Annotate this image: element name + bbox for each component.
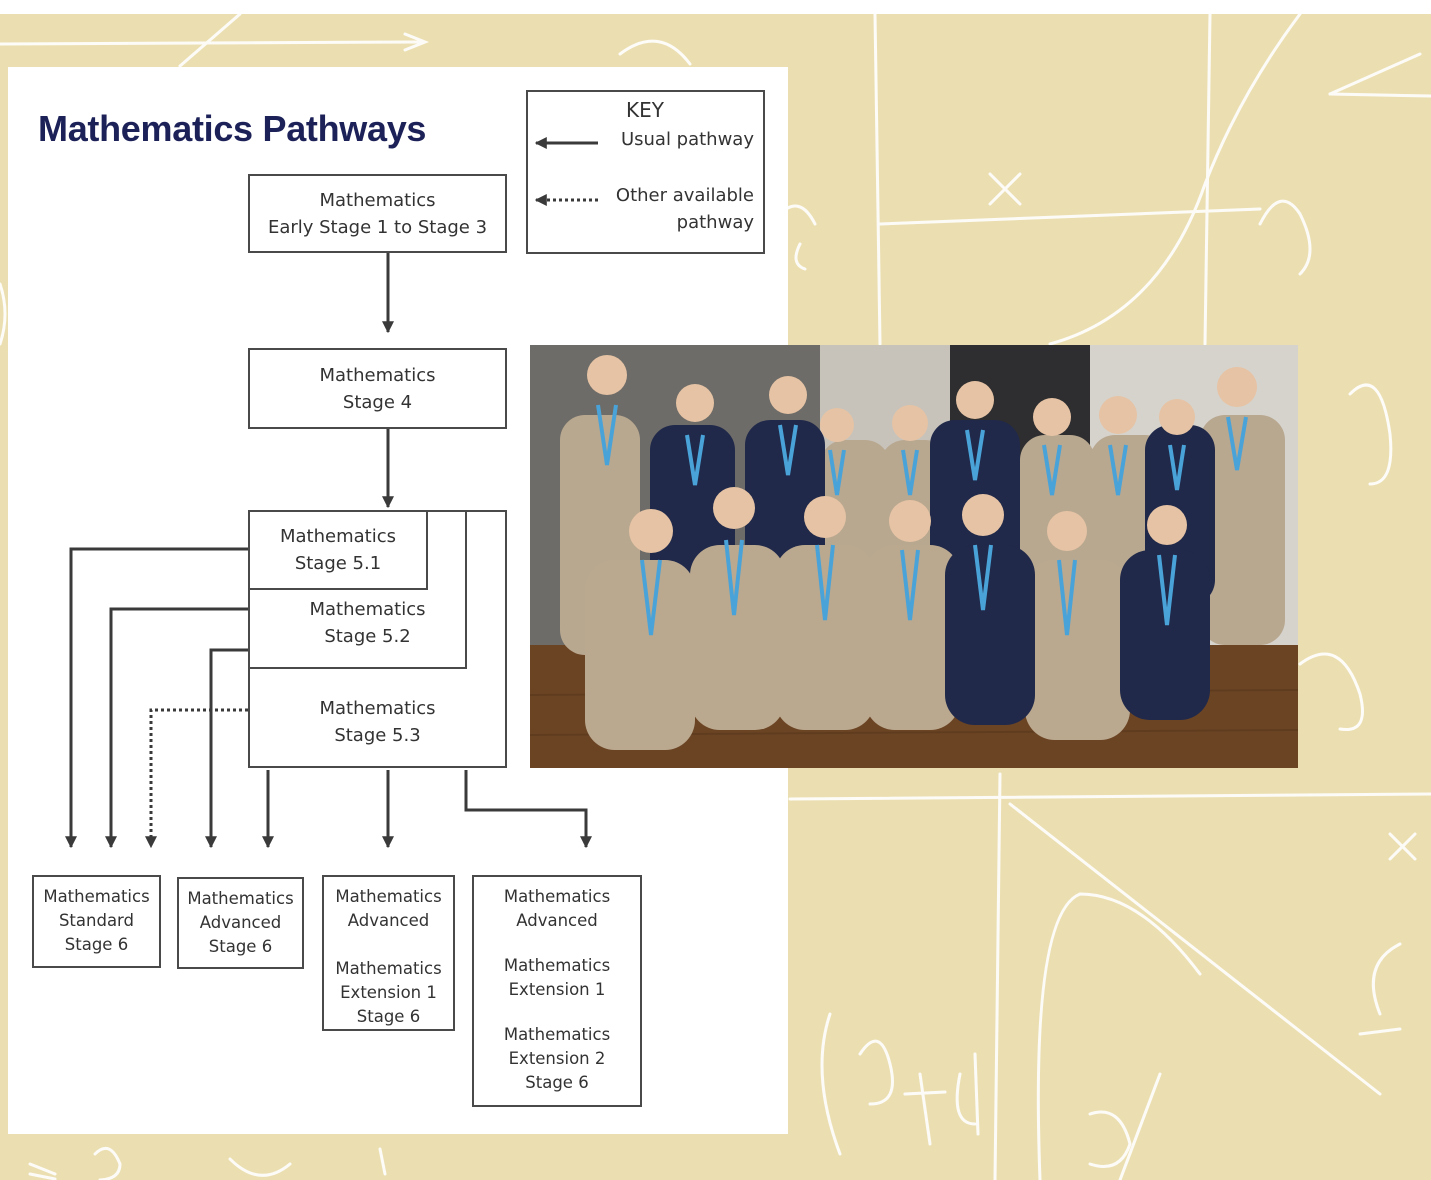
box-line: Advanced [199,913,282,932]
chalk-formulas-illustration [0,14,1431,1180]
box-advanced-stage-6: Mathematics Advanced Stage 6 [177,877,304,969]
box-line: Stage 5.3 [334,725,421,746]
box-line: Early Stage 1 to Stage 3 [267,216,488,238]
key-other-pathway-label: Other available pathway [616,182,754,236]
box-line: Mathematics [503,887,611,906]
students-photo-illustration [529,345,1299,768]
box-line: Stage 4 [342,391,413,413]
box-line: Mathematics [319,698,436,719]
box-line: Mathematics [335,887,442,906]
box-early-stage-1-to-stage-3: Mathematics Early Stage 1 to Stage 3 [248,174,507,253]
box-line: Stage 6 [64,935,129,954]
box-line: Mathematics [335,959,442,978]
box-line: Advanced [516,911,598,930]
box-line: Extension 1 [340,983,437,1002]
box-line: Mathematics [503,1025,611,1044]
key-other-line-2: pathway [676,212,754,233]
box-line: Mathematics [319,364,436,386]
key-legend: KEY Usual pathway Other available pathwa… [526,90,765,254]
box-line: Stage 5.1 [294,553,382,574]
key-other-line-1: Other available [615,185,754,206]
box-line: Mathematics [43,887,150,906]
box-line: Stage 5.2 [324,626,411,647]
box-line: Stage 6 [356,1007,421,1026]
box-line: Mathematics [280,526,396,547]
box-line: Stage 6 [208,937,273,956]
box-extension-2-stage-6: Mathematics Advanced Mathematics Extensi… [472,875,642,1107]
box-line: Extension 1 [508,980,606,999]
student-group-photo [529,345,1299,768]
key-usual-pathway-label: Usual pathway [620,129,754,150]
box-line: Mathematics [503,956,611,975]
box-stage-5-1: Mathematics Stage 5.1 [248,510,428,590]
box-line: Mathematics [319,189,436,211]
box-line: Mathematics [187,889,294,908]
box-line: Extension 2 [508,1049,606,1068]
box-standard-stage-6: Mathematics Standard Stage 6 [32,875,161,968]
diagram-title: Mathematics Pathways [38,108,427,149]
box-line: Stage 6 [525,1073,589,1092]
box-line: Mathematics [309,599,426,620]
box-extension-1-stage-6: Mathematics Advanced Mathematics Extensi… [322,875,455,1031]
box-stage-4: Mathematics Stage 4 [248,348,507,429]
box-line: Standard [58,911,135,930]
box-line: Advanced [347,911,430,930]
key-title: KEY [626,98,664,122]
